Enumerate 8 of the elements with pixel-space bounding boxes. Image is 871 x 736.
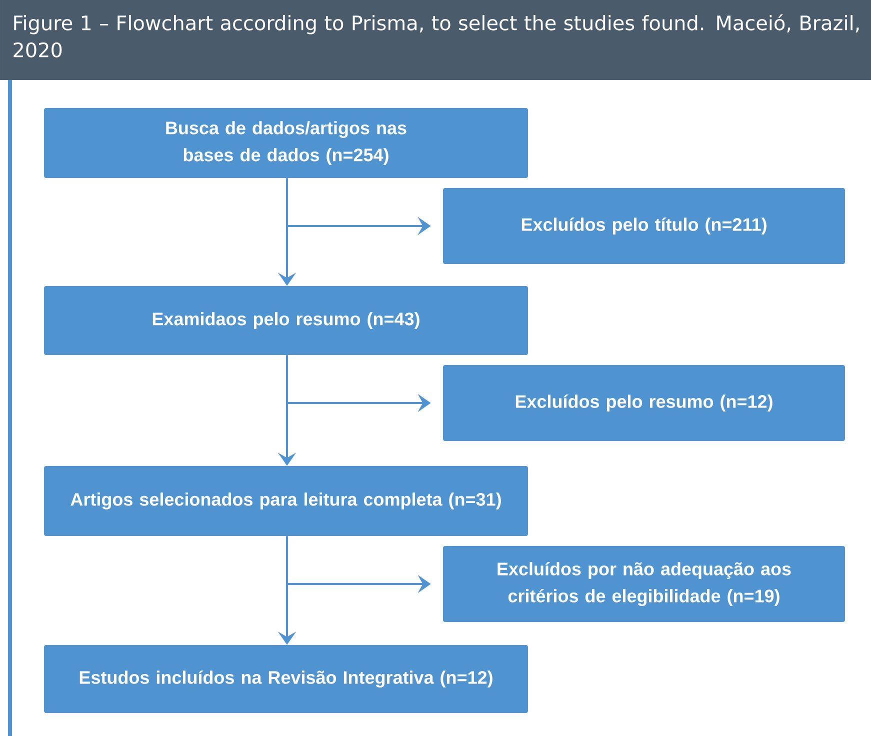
process-box: Excluídos por não adequação aos critérios de elegibilidade (n=19) xyxy=(443,546,845,622)
title-band: Figure 1 – Flowchart according to Prisma, to select the studies found. Maceió, Brazil, 2020 xyxy=(0,0,871,80)
process-box: Excluídos pelo resumo (n=12) xyxy=(443,365,845,441)
process-box: Examidaos pelo resumo (n=43) xyxy=(44,286,528,355)
process-box: Estudos incluídos na Revisão Integrativa (n=12) xyxy=(44,645,528,713)
process-box: Busca de dados/artigos nas bases de dados (n=254) xyxy=(44,108,528,178)
process-box: Excluídos pelo título (n=211) xyxy=(443,188,845,264)
process-box: Artigos selecionados para leitura completa (n=31) xyxy=(44,466,528,536)
